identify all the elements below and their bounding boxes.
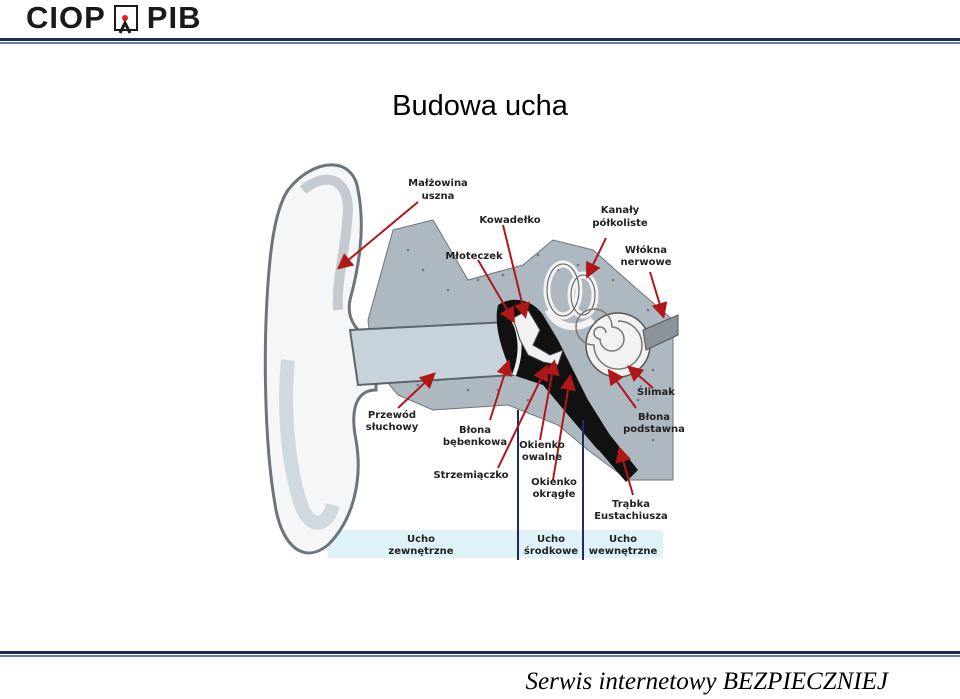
label-blona-bebenkowa-2: bębenkowa (443, 437, 507, 448)
label-okienko-okragle-2: okrągłe (533, 489, 576, 500)
label-slimak: Ślimak (637, 385, 675, 398)
label-ucho-wewnetrzne-2: wewnętrzne (589, 546, 658, 557)
label-kanaly-2: półkoliste (592, 217, 648, 229)
label-mloteczek: Młoteczek (445, 251, 503, 262)
label-wlokna-1: Włókna (625, 244, 667, 256)
label-przewod-2: słuchowy (366, 422, 419, 433)
label-trabka-2: Eustachiusza (594, 511, 668, 522)
label-okienko-owalne-2: owalne (522, 452, 562, 463)
pinna-lobe-shade (279, 359, 340, 530)
arrow-strzemiaczko (497, 364, 549, 469)
logo-text-pib: PIB (146, 0, 202, 35)
header: CIOP PIB (0, 0, 960, 46)
label-strzemiaczko: Strzemiączko (433, 470, 508, 481)
label-ucho-zewnetrzne-1: Ucho (407, 534, 435, 545)
label-malzowina-1: Małżowina (408, 178, 468, 189)
semicircular-canals-outline (546, 263, 596, 317)
label-wlokna-2: nerwowe (621, 257, 672, 268)
header-divider (0, 38, 960, 45)
ciop-pib-logo[interactable]: CIOP PIB (26, 0, 202, 35)
label-kanaly-1: Kanały (601, 205, 640, 216)
arrow-okienko-okragle (552, 374, 576, 481)
label-blona-bebenkowa-1: Błona (459, 425, 491, 436)
footer-divider (0, 651, 960, 658)
arrow-mloteczek (477, 259, 516, 324)
ossicles (512, 309, 564, 366)
arrow-slimak (626, 365, 654, 389)
arrow-przewod (397, 372, 436, 409)
ciop-person-icon (113, 5, 138, 34)
label-ucho-zewnetrzne-2: zewnętrzne (388, 546, 453, 557)
label-przewod-1: Przewód (368, 409, 416, 421)
pointer-arrows (336, 201, 668, 496)
arrow-malzowina (336, 201, 419, 270)
arrow-blona-podstawna (607, 368, 637, 409)
label-blona-podstawna-1: Błona (638, 412, 670, 423)
arrow-trabka (615, 446, 634, 496)
label-kowadelko: Kowadełko (479, 215, 540, 226)
slide-title: Budowa ucha (392, 90, 568, 122)
arrow-kowadelko (502, 224, 530, 319)
label-trabka-1: Trąbka (612, 499, 650, 510)
arrow-kanaly (586, 237, 607, 279)
label-malzowina-2: uszna (422, 191, 455, 202)
footer-service-name: Serwis internetowy BEZPIECZNIEJ (525, 668, 888, 695)
label-okienko-owalne-1: Okienko (519, 440, 565, 451)
label-blona-podstawna-2: podstawna (623, 424, 685, 435)
ear-diagram-svg: Małżowina uszna Kowadełko Kanały półkoli… (263, 163, 685, 560)
arrow-wlokna (649, 271, 668, 319)
label-ucho-srodkowe-2: środkowe (524, 545, 578, 557)
label-ucho-srodkowe-1: Ucho (537, 534, 565, 545)
nerve-fibres (642, 314, 679, 351)
arrow-okienko-owalne (539, 359, 560, 441)
ear-anatomy-diagram: Małżowina uszna Kowadełko Kanały półkoli… (258, 150, 688, 580)
ear-zones-band (328, 530, 663, 558)
arrow-blona-bebenkowa (489, 359, 513, 421)
label-okienko-okragle-1: Okienko (531, 477, 577, 488)
label-ucho-wewnetrzne-1: Ucho (609, 534, 637, 545)
logo-text-ciop: CIOP (26, 0, 106, 35)
pinna-fold (299, 174, 354, 311)
